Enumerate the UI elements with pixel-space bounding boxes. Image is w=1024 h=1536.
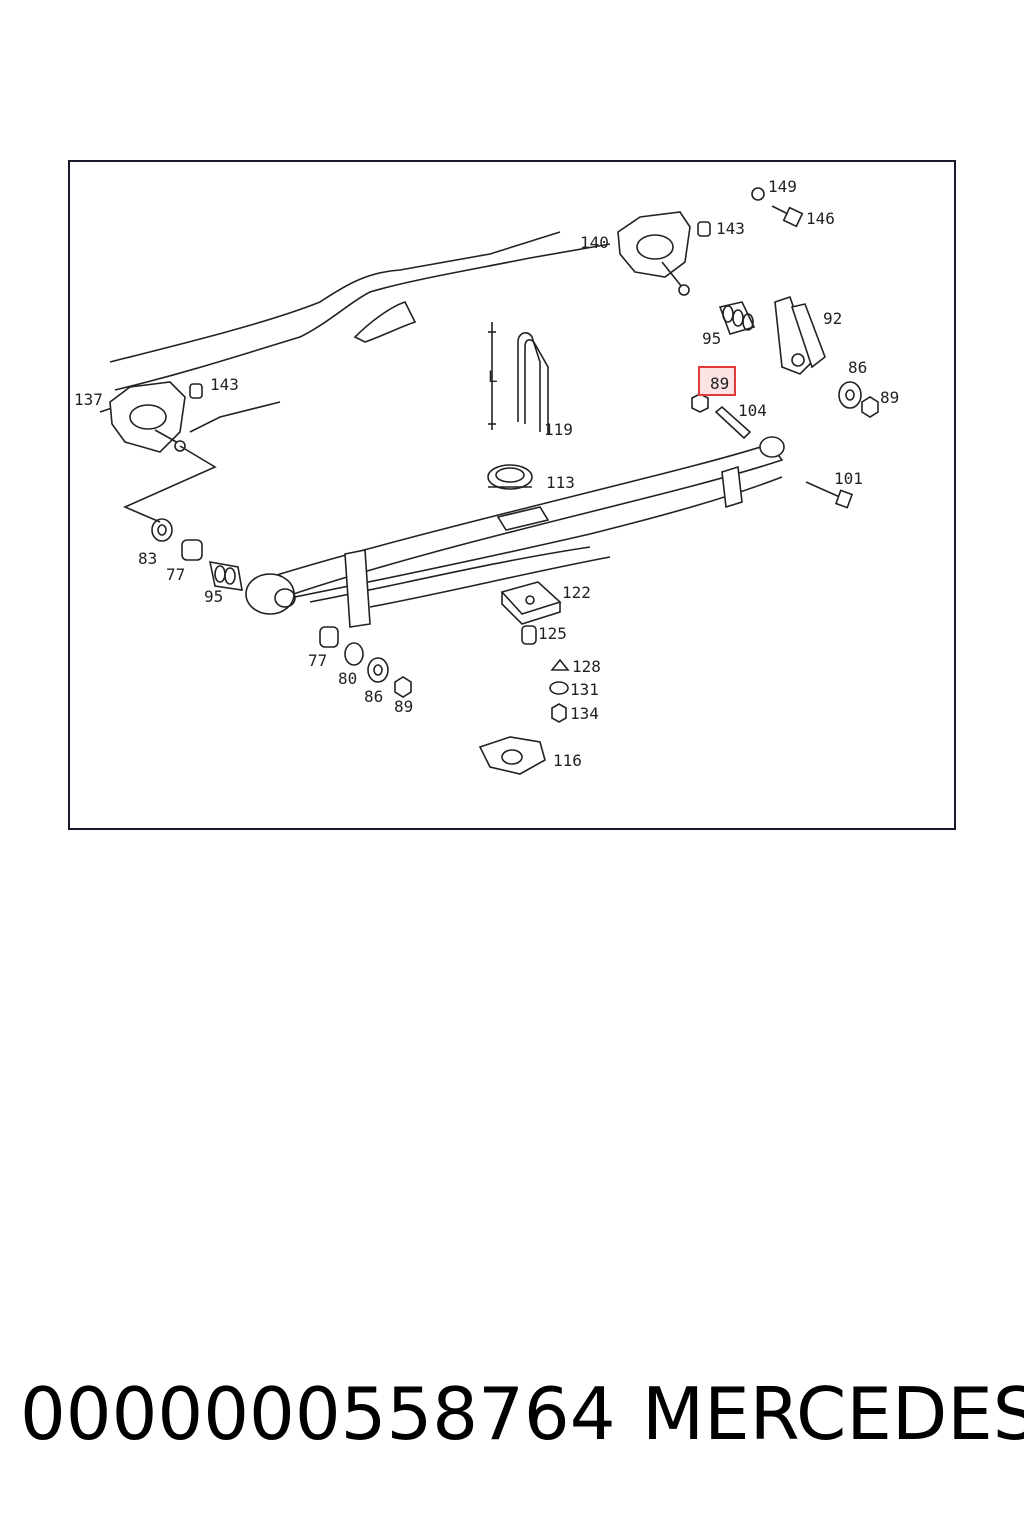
spring-pad bbox=[500, 581, 562, 625]
exploded-parts-diagram: 149 146 143 140 95 92 89 104 86 89 137 1… bbox=[74, 177, 899, 775]
callout-83: 83 bbox=[138, 549, 157, 568]
nut-89-highlighted-part bbox=[691, 393, 752, 440]
washer-86-right bbox=[838, 381, 862, 409]
bushing-77-left bbox=[181, 539, 203, 561]
leaf-spring bbox=[245, 436, 785, 628]
chassis-rail bbox=[99, 231, 611, 433]
spring-hanger-right bbox=[617, 211, 691, 296]
callout-101: 101 bbox=[834, 469, 863, 488]
callout-125: 125 bbox=[538, 624, 567, 643]
bushing-77-bottom bbox=[319, 626, 339, 648]
callout-92: 92 bbox=[823, 309, 842, 328]
callout-labels: 149 146 143 140 95 92 89 104 86 89 137 1… bbox=[74, 177, 899, 770]
callout-140: 140 bbox=[580, 233, 609, 252]
callout-77-bottom: 77 bbox=[308, 651, 327, 670]
callout-95-right: 95 bbox=[702, 329, 721, 348]
callout-86-bottom: 86 bbox=[364, 687, 383, 706]
callout-104: 104 bbox=[738, 401, 767, 420]
callout-137: 137 bbox=[74, 390, 103, 409]
parts-diagram-frame: 149 146 143 140 95 92 89 104 86 89 137 1… bbox=[68, 160, 956, 830]
nut-89-right bbox=[861, 396, 879, 418]
u-bolt bbox=[488, 322, 549, 434]
callout-80: 80 bbox=[338, 669, 357, 688]
spring-clamp-plate bbox=[478, 736, 546, 775]
callout-113: 113 bbox=[546, 473, 575, 492]
spring-shackle bbox=[774, 295, 826, 375]
callout-143-left: 143 bbox=[210, 375, 239, 394]
callout-116: 116 bbox=[553, 751, 582, 770]
stud-125 bbox=[521, 625, 537, 645]
callout-143-right: 143 bbox=[716, 219, 745, 238]
callout-131: 131 bbox=[570, 680, 599, 699]
callout-119: 119 bbox=[544, 420, 573, 439]
spring-seat bbox=[487, 464, 533, 490]
rubber-buffer-right bbox=[718, 301, 756, 335]
callout-95-left: 95 bbox=[204, 587, 223, 606]
callout-86-right: 86 bbox=[848, 358, 867, 377]
bolt-143-left bbox=[189, 383, 203, 399]
cap-128 bbox=[550, 658, 570, 671]
part-caption: 0000000558764 MERCEDES bbox=[0, 1372, 1024, 1472]
bushing-80 bbox=[344, 642, 364, 666]
highlight-box bbox=[698, 366, 736, 396]
callout-77-left: 77 bbox=[166, 565, 185, 584]
callout-89-right: 89 bbox=[880, 388, 899, 407]
bolt-101 bbox=[805, 481, 854, 509]
callout-89-bottom: 89 bbox=[394, 697, 413, 716]
bolt-143-right bbox=[697, 221, 711, 237]
callout-134: 134 bbox=[570, 704, 599, 723]
part-number: 0000000558764 bbox=[20, 1372, 616, 1456]
bolt-146 bbox=[751, 187, 804, 228]
nut-134 bbox=[551, 703, 567, 723]
leader-line-left bbox=[123, 445, 217, 523]
callout-149: 149 bbox=[768, 177, 797, 196]
nut-89-bottom bbox=[394, 676, 412, 698]
callout-122: 122 bbox=[562, 583, 591, 602]
callout-146: 146 bbox=[806, 209, 835, 228]
washer-83 bbox=[151, 518, 173, 542]
spring-hanger-left bbox=[109, 381, 186, 453]
dimension-label: L bbox=[488, 367, 498, 386]
callout-128: 128 bbox=[572, 657, 601, 676]
callout-89-highlighted: 89 bbox=[710, 374, 729, 393]
brand-name: MERCEDES bbox=[642, 1372, 1024, 1456]
washer-131 bbox=[549, 681, 569, 695]
rubber-buffer-left bbox=[208, 561, 243, 591]
washer-86-bottom bbox=[367, 657, 389, 683]
